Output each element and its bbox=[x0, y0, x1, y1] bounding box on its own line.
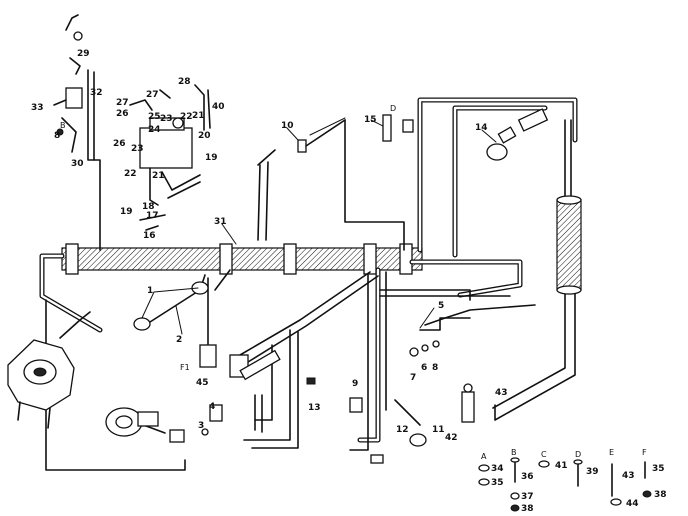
callout-5: 5 bbox=[438, 301, 444, 311]
callout-3: 3 bbox=[198, 421, 204, 431]
callout-25: 25 bbox=[148, 112, 161, 122]
callout-22a: 22 bbox=[180, 112, 193, 122]
callout-19a: 19 bbox=[205, 153, 218, 163]
callout-10: 10 bbox=[281, 121, 294, 131]
callout-29: 29 bbox=[77, 49, 90, 59]
hardware-legend bbox=[478, 457, 652, 512]
callout-30: 30 bbox=[71, 159, 84, 169]
callout-38a: 38 bbox=[521, 504, 534, 514]
callout-38b: 38 bbox=[654, 490, 667, 500]
callout-13: 13 bbox=[308, 403, 321, 413]
hardware-f bbox=[642, 461, 652, 498]
starter-motor bbox=[105, 407, 185, 443]
hardware-letter-a: A bbox=[481, 452, 487, 461]
hardware-letter-c: C bbox=[541, 450, 547, 459]
hardware-letter-f: F bbox=[642, 448, 647, 457]
callout-8b: 8 bbox=[432, 363, 438, 373]
hardware-c bbox=[538, 460, 550, 468]
callout-44: 44 bbox=[626, 499, 639, 509]
callout-labels: 29 32 33 8 30 28 27 27 26 26 25 24 23 23… bbox=[31, 49, 667, 514]
callout-11: 11 bbox=[432, 425, 445, 435]
callout-26b: 26 bbox=[113, 139, 126, 149]
cable-12 bbox=[370, 454, 384, 464]
letter-f1: F1 bbox=[180, 363, 190, 372]
callout-27b: 27 bbox=[116, 98, 129, 108]
hardware-letter-e: E bbox=[609, 448, 614, 457]
grommet-11 bbox=[409, 433, 427, 447]
callout-8: 8 bbox=[54, 131, 60, 141]
callout-42: 42 bbox=[445, 433, 458, 443]
callout-43: 43 bbox=[622, 471, 635, 481]
letter-b: B bbox=[60, 121, 66, 130]
hardware-d bbox=[573, 459, 583, 487]
callout-33: 33 bbox=[31, 103, 44, 113]
callout-21a: 21 bbox=[192, 111, 205, 121]
callout-32: 32 bbox=[90, 88, 103, 98]
main-harness-bundle bbox=[61, 243, 423, 275]
callout-6: 6 bbox=[421, 363, 427, 373]
switch-4 bbox=[201, 404, 223, 436]
callout-7: 7 bbox=[410, 373, 416, 383]
callout-15: 15 bbox=[364, 115, 377, 125]
leader-lines bbox=[141, 119, 497, 335]
switch-5-cluster bbox=[409, 304, 536, 357]
callout-45: 45 bbox=[196, 378, 209, 388]
callout-35a: 35 bbox=[491, 478, 504, 488]
top-left-switch-assembly bbox=[53, 14, 83, 153]
callout-17: 17 bbox=[146, 211, 159, 221]
hardware-letter-b: B bbox=[511, 448, 517, 457]
callout-16: 16 bbox=[143, 231, 156, 241]
hardware-letters: A B C D E F bbox=[481, 448, 647, 461]
callout-22b: 22 bbox=[124, 169, 137, 179]
fuse-holder bbox=[382, 114, 414, 142]
connector-letters: B D F1 bbox=[60, 104, 396, 372]
callout-12: 12 bbox=[396, 425, 409, 435]
switch-42 bbox=[461, 383, 475, 423]
callout-18: 18 bbox=[142, 202, 155, 212]
letter-d: D bbox=[390, 104, 396, 113]
callout-34: 34 bbox=[491, 464, 504, 474]
engine-block bbox=[7, 311, 91, 429]
callout-26a: 26 bbox=[116, 109, 129, 119]
right-wand bbox=[556, 195, 582, 295]
hardware-b bbox=[510, 457, 520, 512]
callout-20: 20 bbox=[198, 131, 211, 141]
callout-21b: 21 bbox=[152, 171, 165, 181]
callout-41: 41 bbox=[555, 461, 568, 471]
top-center-connector bbox=[297, 117, 346, 153]
connector-13 bbox=[306, 377, 316, 385]
callout-28: 28 bbox=[178, 77, 191, 87]
callout-4: 4 bbox=[209, 402, 215, 412]
callout-24: 24 bbox=[148, 125, 161, 135]
callout-40: 40 bbox=[212, 102, 225, 112]
callout-9: 9 bbox=[352, 379, 358, 389]
callout-1: 1 bbox=[147, 286, 153, 296]
callout-35b: 35 bbox=[652, 464, 665, 474]
hardware-a bbox=[478, 464, 490, 486]
callout-23a: 23 bbox=[160, 114, 173, 124]
callout-31: 31 bbox=[214, 217, 227, 227]
callout-36a: 36 bbox=[521, 472, 534, 482]
callout-27a: 27 bbox=[146, 90, 159, 100]
callout-19b: 19 bbox=[120, 207, 133, 217]
callout-43b: 43 bbox=[495, 388, 508, 398]
hardware-letter-d: D bbox=[575, 450, 581, 459]
key-switch-cluster bbox=[129, 84, 211, 231]
top-right-clamp bbox=[486, 108, 549, 161]
callout-14: 14 bbox=[475, 123, 488, 133]
part-1-sensor bbox=[133, 281, 209, 331]
callout-23b: 23 bbox=[131, 144, 144, 154]
callout-2: 2 bbox=[176, 335, 182, 345]
callout-37: 37 bbox=[521, 492, 534, 502]
hardware-e bbox=[610, 463, 622, 506]
callout-39: 39 bbox=[586, 467, 599, 477]
relay-block bbox=[199, 344, 281, 381]
switch-9 bbox=[349, 397, 363, 413]
